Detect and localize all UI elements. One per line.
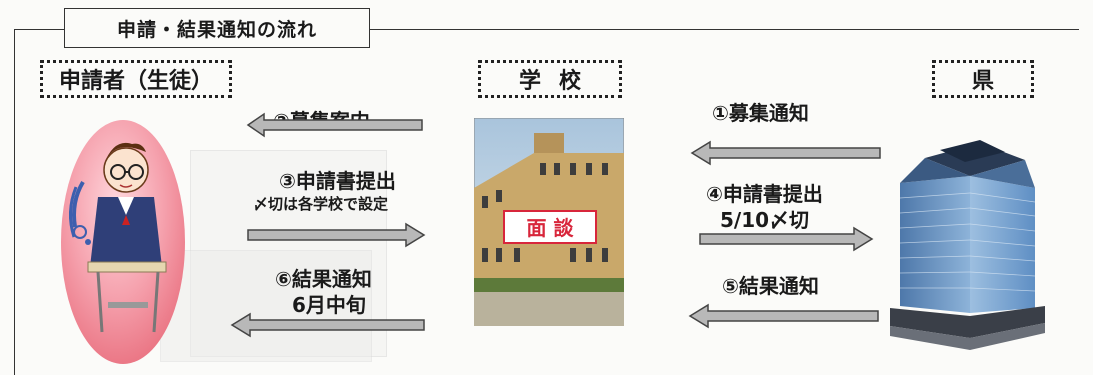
- diagram-title: 申請・結果通知の流れ: [64, 8, 370, 48]
- prefecture-building: [890, 140, 1045, 350]
- arrow-step4-right: [699, 226, 874, 252]
- arrow-step2-left: [246, 112, 423, 138]
- step6-date-note: 6月中旬: [292, 293, 366, 317]
- arrow-step3-right: [247, 222, 426, 248]
- flow-frame-top: [14, 29, 1079, 30]
- arrow-step6-left: [230, 312, 425, 338]
- arrow-step5-left: [688, 303, 879, 329]
- step3-label: ③申請書提出: [279, 169, 396, 193]
- school-label: 学校: [478, 60, 622, 98]
- arrow-step1-left: [690, 140, 881, 166]
- prefecture-label: 県: [932, 60, 1034, 98]
- faded-desk-shape: [160, 250, 372, 362]
- interview-stamp: 面 談: [527, 216, 575, 240]
- step5-label: ⑤結果通知: [722, 274, 819, 298]
- step4-label: ④申請書提出: [706, 182, 823, 206]
- step6-label: ⑥結果通知: [275, 267, 372, 291]
- step4-deadline-note: 5/10〆切: [720, 208, 810, 232]
- school-photo: 面 談: [474, 118, 624, 326]
- step3-deadline-note: 〆切は各学校で設定: [253, 195, 389, 213]
- step1-label: ①募集通知: [712, 101, 809, 125]
- flow-frame-left: [14, 29, 15, 375]
- student-illustration: [61, 120, 185, 364]
- student-label: 申請者（生徒）: [40, 60, 232, 98]
